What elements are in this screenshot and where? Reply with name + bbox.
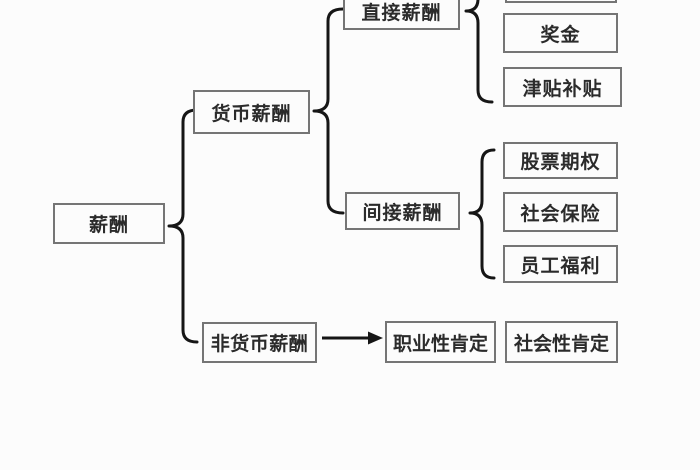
node-indirect-salary: 间接薪酬 (345, 192, 460, 230)
node-direct-salary: 直接薪酬 (343, 0, 460, 30)
node-salary: 薪酬 (53, 203, 165, 244)
node-social-insurance: 社会保险 (503, 192, 618, 232)
node-social-recognition: 社会性肯定 (505, 321, 618, 363)
arrow-non-monetary-to-professional (322, 331, 383, 345)
brace-monetary-children (312, 7, 345, 215)
node-partial-cutoff (505, 0, 617, 3)
brace-indirect-children (468, 148, 496, 280)
node-monetary-salary: 货币薪酬 (193, 90, 310, 134)
node-professional-recognition: 职业性肯定 (385, 321, 496, 363)
brace-direct-children (464, 0, 494, 104)
node-employee-welfare: 员工福利 (503, 245, 618, 283)
node-allowance-subsidy: 津贴补贴 (503, 67, 622, 107)
brace-root-children (167, 108, 199, 344)
node-bonus: 奖金 (503, 13, 618, 53)
node-non-monetary-salary: 非货币薪酬 (202, 322, 317, 363)
node-stock-options: 股票期权 (503, 142, 618, 179)
